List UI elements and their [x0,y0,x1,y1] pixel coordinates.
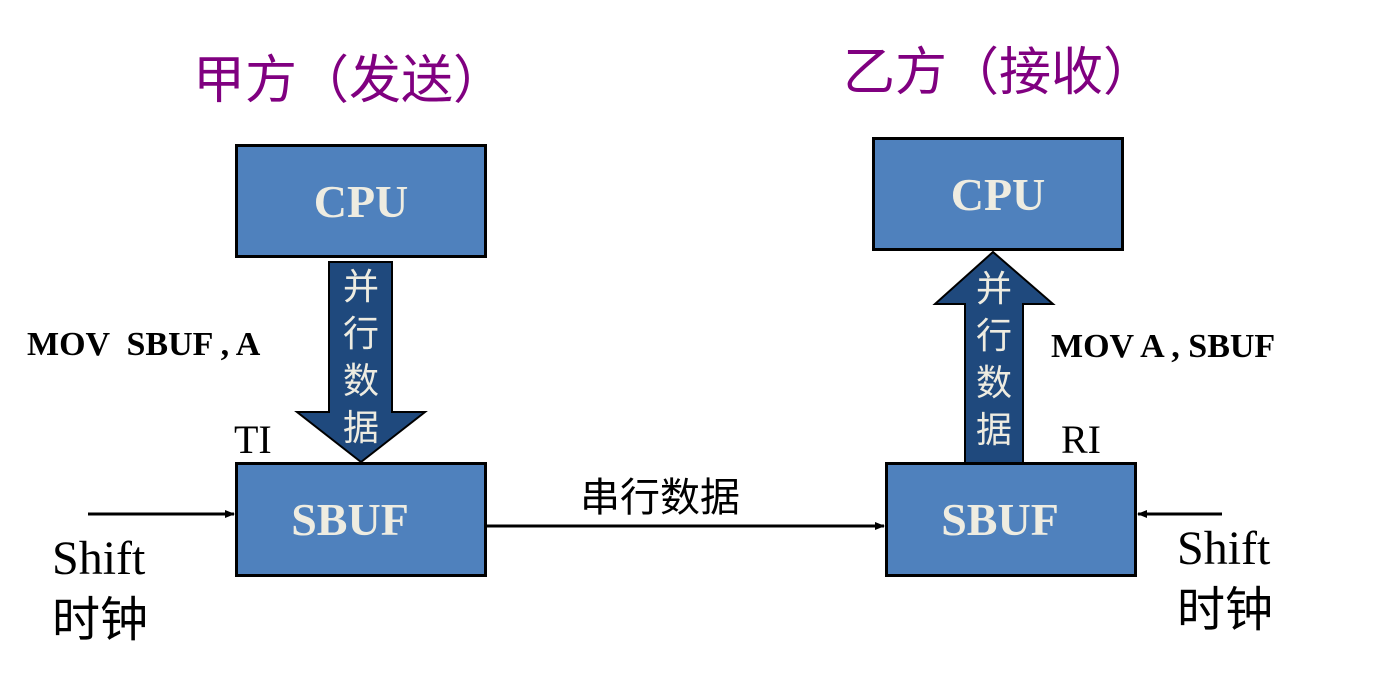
char: 据 [342,408,379,448]
serial-data-label: 串行数据 [580,475,740,520]
sender-shift-clock: Shift 时钟 [52,528,148,652]
receiver-parallel-data-text: 并 行 数 据 [969,266,1019,454]
char: 行 [342,314,379,354]
receiver-title: 乙方（接收） [843,45,1156,102]
parallel-data-down-arrow [294,261,428,464]
receiver-sbuf-label: SBUF [941,494,1059,545]
clock-label: 时钟 [52,594,149,647]
receiver-shift-clock: Shift 时钟 [1177,518,1273,642]
sender-sbuf-label: SBUF [291,494,409,545]
char: 并 [975,269,1012,309]
receiver-instruction: MOV A , SBUF [1051,328,1276,365]
sender-cpu-label: CPU [313,175,409,227]
shift-label: Shift [52,532,146,585]
sender-cpu-box: CPU [235,144,487,258]
char: 数 [975,363,1012,403]
ri-flag: RI [1061,417,1101,462]
shift-label: Shift [1177,522,1271,575]
receiver-sbuf-box: SBUF [885,462,1137,577]
char: 行 [975,316,1012,356]
receiver-cpu-box: CPU [872,137,1124,251]
ti-flag: TI [234,417,272,462]
char: 数 [342,361,379,401]
sender-sbuf-box: SBUF [235,462,487,577]
char: 并 [342,267,379,307]
sender-instruction: MOV SBUF , A [27,326,261,363]
sender-title: 甲方（发送） [193,53,506,110]
sender-parallel-data-text: 并 行 数 据 [336,264,386,452]
char: 据 [975,410,1012,450]
clock-label: 时钟 [1177,584,1274,637]
receiver-cpu-label: CPU [950,168,1046,220]
